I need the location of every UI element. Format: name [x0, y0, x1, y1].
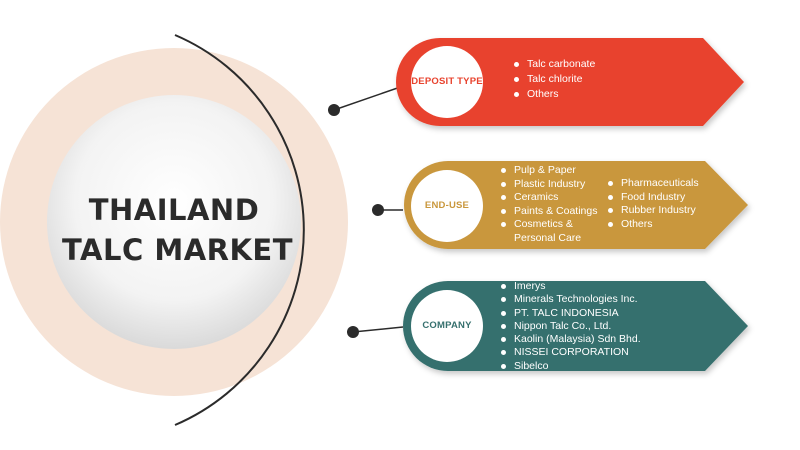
title-line-1: THAILAND	[88, 193, 260, 227]
list-item: Minerals Technologies Inc.	[501, 293, 641, 306]
deposit-badge-circle	[411, 46, 483, 118]
list-item: Nippon Talc Co., Ltd.	[501, 320, 641, 333]
list-item: Kaolin (Malaysia) Sdn Bhd.	[501, 333, 641, 346]
deposit-connector-dot	[328, 104, 340, 116]
list-item: Pulp & Paper	[501, 164, 597, 178]
list-item: Food Industry	[608, 191, 699, 205]
end-use-list-col2: Pharmaceuticals Food Industry Rubber Ind…	[608, 177, 699, 231]
end-use-badge-circle	[411, 170, 483, 242]
diagram-title: THAILAND TALC MARKET	[62, 190, 294, 270]
list-item: Rubber Industry	[608, 204, 699, 218]
list-item: Plastic Industry	[501, 178, 597, 192]
list-item: Imerys	[501, 280, 641, 293]
company-label: COMPANY	[422, 320, 472, 331]
company-connector-line	[352, 326, 404, 333]
list-item-line: Personal Care	[514, 231, 582, 244]
end-use-label: END-USE	[424, 200, 470, 211]
list-item: Talc carbonate	[514, 57, 595, 72]
list-item: Cosmetics & Personal Care	[501, 218, 597, 245]
company-arrow-shape	[403, 281, 748, 371]
list-item: Talc chlorite	[514, 72, 595, 87]
list-item: NISSEI CORPORATION	[501, 346, 641, 359]
list-item: Pharmaceuticals	[608, 177, 699, 191]
company-connector-dot	[347, 326, 359, 338]
end-use-connector-dot	[372, 204, 384, 216]
company-list: Imerys Minerals Technologies Inc. PT. TA…	[501, 280, 641, 373]
list-item: Paints & Coatings	[501, 205, 597, 219]
connector-arc	[174, 34, 305, 426]
deposit-type-label: DEPOSIT TYPE	[411, 76, 483, 87]
inner-disc	[47, 95, 301, 349]
list-item: Ceramics	[501, 191, 597, 205]
end-use-list-col1: Pulp & Paper Plastic Industry Ceramics P…	[501, 164, 597, 246]
end-use-arrow-shape	[404, 161, 748, 249]
list-item-line: Cosmetics &	[514, 218, 573, 231]
list-item: Sibelco	[501, 360, 641, 373]
list-item: Others	[514, 87, 595, 102]
list-item: Others	[608, 218, 699, 232]
title-line-2: TALC MARKET	[62, 233, 294, 267]
deposit-arrow-shape	[396, 38, 744, 126]
deposit-type-list: Talc carbonate Talc chlorite Others	[514, 57, 595, 102]
list-item: PT. TALC INDONESIA	[501, 307, 641, 320]
company-badge-circle	[411, 290, 483, 362]
